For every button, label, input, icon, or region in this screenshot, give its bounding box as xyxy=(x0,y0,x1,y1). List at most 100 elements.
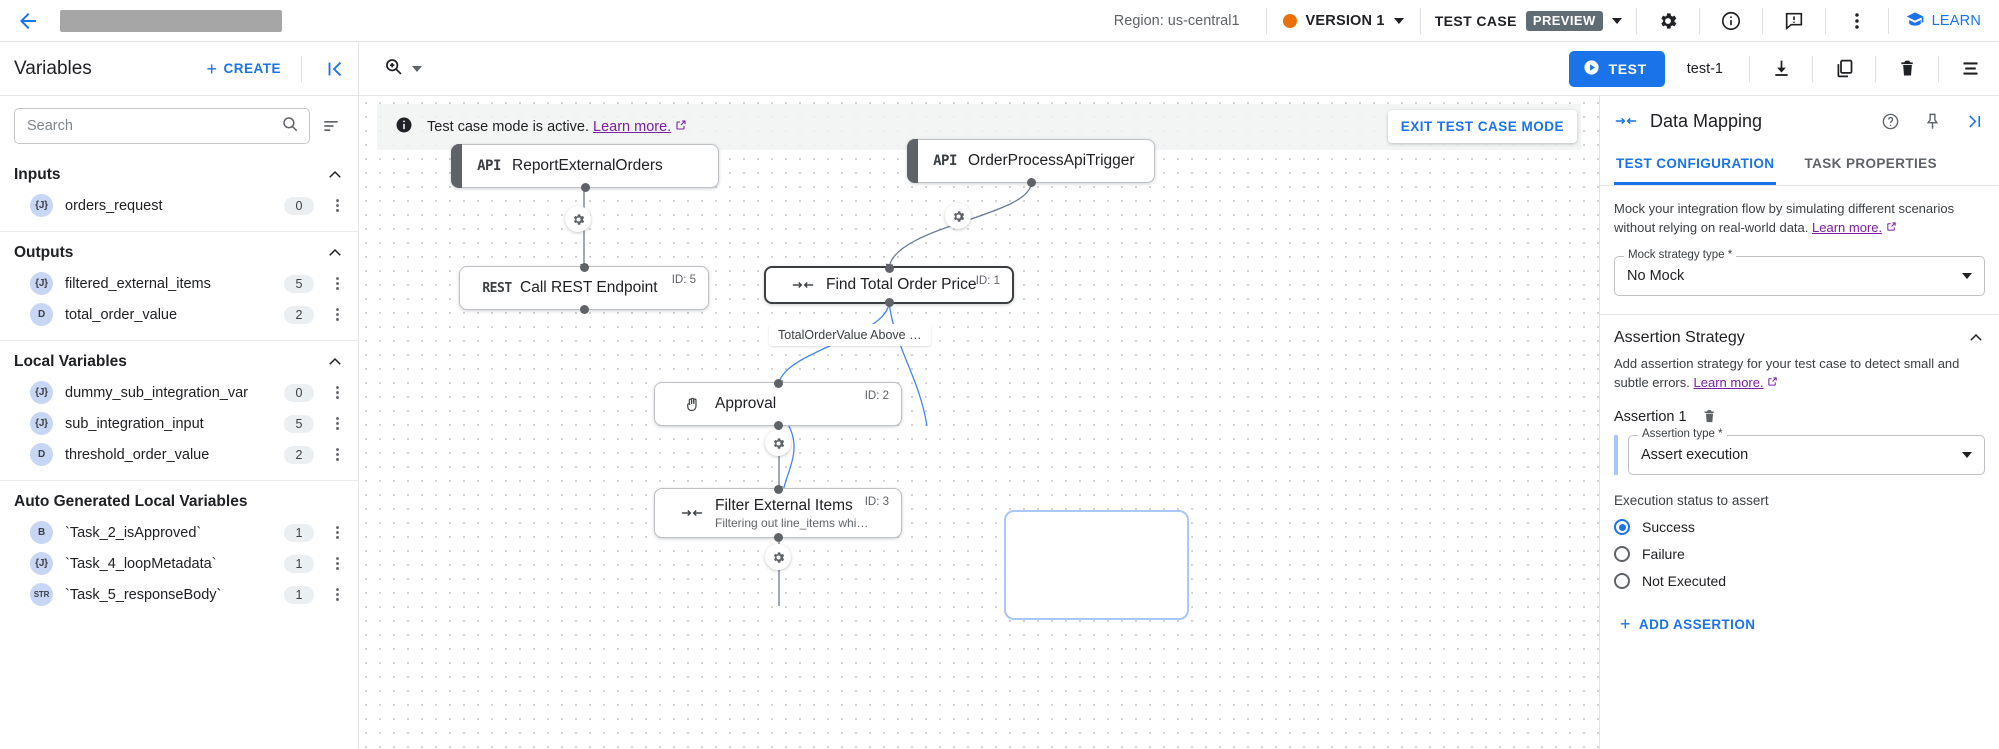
create-variable-button[interactable]: + CREATE xyxy=(196,60,291,78)
more-vert-icon[interactable] xyxy=(326,555,348,572)
zoom-control[interactable] xyxy=(375,52,430,86)
node-find-total-order-price[interactable]: Find Total Order Price ID: 1 xyxy=(764,263,1014,307)
node-input-port[interactable] xyxy=(773,378,783,388)
edge-gear-icon[interactable] xyxy=(945,203,971,229)
banner-text: Test case mode is active. Learn more. xyxy=(427,119,687,135)
section-header-inputs[interactable]: Inputs xyxy=(0,154,358,190)
api-icon: API xyxy=(933,153,957,169)
pin-icon[interactable] xyxy=(1917,106,1947,136)
node-order-process-api-trigger[interactable]: API OrderProcessApiTrigger xyxy=(907,139,1155,187)
node-input-port[interactable] xyxy=(884,263,894,273)
download-icon[interactable] xyxy=(1760,48,1802,90)
assertion-type-select[interactable]: Assertion type * Assert execution xyxy=(1628,428,1985,476)
list-item[interactable]: {J} orders_request 0 xyxy=(0,190,358,221)
integration-canvas[interactable]: Test case mode is active. Learn more. EX… xyxy=(359,96,1599,749)
sort-icon[interactable] xyxy=(318,116,344,136)
chevron-down-icon xyxy=(412,65,422,72)
test-case-selector[interactable]: TEST CASE PREVIEW xyxy=(1431,10,1626,31)
list-item[interactable]: {J} filtered_external_items 5 xyxy=(0,268,358,299)
edge-gear-icon[interactable] xyxy=(765,430,791,456)
list-item[interactable]: {J} `Task_4_loopMetadata` 1 xyxy=(0,548,358,579)
field-label: Assertion type * xyxy=(1638,428,1727,441)
node-output-port[interactable] xyxy=(773,532,783,542)
more-vert-icon[interactable] xyxy=(326,384,348,401)
version-selector[interactable]: VERSION 1 xyxy=(1277,13,1410,29)
list-item[interactable]: {J} dummy_sub_integration_var 0 xyxy=(0,377,358,408)
type-badge: B xyxy=(30,521,53,544)
data-mapping-panel: Data Mapping TEST CONFIGURATION TASK PRO… xyxy=(1599,96,1999,749)
list-item[interactable]: STR `Task_5_responseBody` 1 xyxy=(0,579,358,610)
section-header-local-variables[interactable]: Local Variables xyxy=(0,341,358,377)
node-call-rest-endpoint[interactable]: REST Call REST Endpoint ID: 5 xyxy=(459,262,709,314)
feedback-icon[interactable] xyxy=(1773,0,1815,42)
edge-gear-icon[interactable] xyxy=(565,206,591,232)
add-assertion-button[interactable]: + ADD ASSERTION xyxy=(1614,607,1765,641)
assertion-section-header[interactable]: Assertion Strategy xyxy=(1614,315,1985,349)
exit-test-case-mode-button[interactable]: EXIT TEST CASE MODE xyxy=(1387,110,1577,143)
radio-option-failure[interactable]: Failure xyxy=(1614,546,1985,563)
banner-learn-more-link[interactable]: Learn more. xyxy=(593,119,672,135)
node-output-port[interactable] xyxy=(580,182,590,192)
more-vert-icon[interactable] xyxy=(1836,0,1878,42)
delete-icon[interactable] xyxy=(1701,408,1718,425)
run-test-button[interactable]: TEST xyxy=(1568,50,1665,87)
gear-icon[interactable] xyxy=(1647,0,1689,42)
panel-body: Mock your integration flow by simulating… xyxy=(1600,186,1999,749)
type-badge: {J} xyxy=(30,194,53,217)
mock-strategy-type-select[interactable]: Mock strategy type * No Mock xyxy=(1614,248,1985,296)
node-approval[interactable]: Approval ID: 2 xyxy=(654,378,902,430)
help-icon[interactable] xyxy=(1875,106,1905,136)
section-header-auto-generated[interactable]: Auto Generated Local Variables xyxy=(0,481,358,517)
variable-count: 1 xyxy=(284,523,314,542)
edge-gear-icon[interactable] xyxy=(765,544,791,570)
more-vert-icon[interactable] xyxy=(326,524,348,541)
more-vert-icon[interactable] xyxy=(326,586,348,603)
node-output-port[interactable] xyxy=(884,297,894,307)
node-filter-external-items[interactable]: Filter External Items Filtering out line… xyxy=(654,484,902,542)
search-input[interactable] xyxy=(27,118,273,134)
radio-option-success[interactable]: Success xyxy=(1614,519,1985,536)
node-output-port[interactable] xyxy=(1026,177,1036,187)
learn-label: LEARN xyxy=(1931,12,1981,29)
collapse-right-icon[interactable] xyxy=(1959,106,1989,136)
copy-icon[interactable] xyxy=(1823,48,1865,90)
edge-condition-label[interactable]: TotalOrderValue Above … xyxy=(769,324,931,346)
more-vert-icon[interactable] xyxy=(326,197,348,214)
radio-option-not-executed[interactable]: Not Executed xyxy=(1614,573,1985,590)
node-output-port[interactable] xyxy=(579,304,589,314)
field-value: Assert execution xyxy=(1641,447,1749,464)
selection-box[interactable] xyxy=(1004,510,1189,620)
more-vert-icon[interactable] xyxy=(326,446,348,463)
mock-help-message: Mock your integration flow by simulating… xyxy=(1614,201,1955,235)
collapse-left-icon[interactable] xyxy=(312,58,358,80)
node-input-port[interactable] xyxy=(579,262,589,272)
back-icon[interactable] xyxy=(8,1,48,41)
divider xyxy=(1875,55,1876,82)
plus-icon: + xyxy=(206,58,218,79)
info-icon[interactable] xyxy=(1710,0,1752,42)
more-vert-icon[interactable] xyxy=(326,275,348,292)
mock-learn-more-link[interactable]: Learn more. xyxy=(1812,219,1883,235)
list-item[interactable]: D total_order_value 2 xyxy=(0,299,358,330)
list-icon[interactable] xyxy=(1949,48,1991,90)
list-item[interactable]: B `Task_2_isApproved` 1 xyxy=(0,517,358,548)
tab-test-configuration[interactable]: TEST CONFIGURATION xyxy=(1614,146,1777,185)
delete-icon[interactable] xyxy=(1886,48,1928,90)
tab-task-properties[interactable]: TASK PROPERTIES xyxy=(1804,156,1937,171)
node-body: Find Total Order Price xyxy=(826,276,998,294)
node-output-port[interactable] xyxy=(773,420,783,430)
list-item[interactable]: {J} sub_integration_input 5 xyxy=(0,408,358,439)
section-header-outputs[interactable]: Outputs xyxy=(0,232,358,268)
chevron-up-icon xyxy=(326,353,344,371)
node-input-port[interactable] xyxy=(773,484,783,494)
node-report-external-orders[interactable]: API ReportExternalOrders xyxy=(451,144,719,192)
plus-icon: + xyxy=(1620,614,1631,635)
assertion-learn-more-link[interactable]: Learn more. xyxy=(1693,374,1764,390)
search-box[interactable] xyxy=(14,108,310,144)
test-case-name[interactable]: test-1 xyxy=(1686,60,1723,77)
search-row xyxy=(0,96,358,154)
learn-button[interactable]: LEARN xyxy=(1899,9,1991,33)
more-vert-icon[interactable] xyxy=(326,415,348,432)
more-vert-icon[interactable] xyxy=(326,306,348,323)
list-item[interactable]: D threshold_order_value 2 xyxy=(0,439,358,470)
